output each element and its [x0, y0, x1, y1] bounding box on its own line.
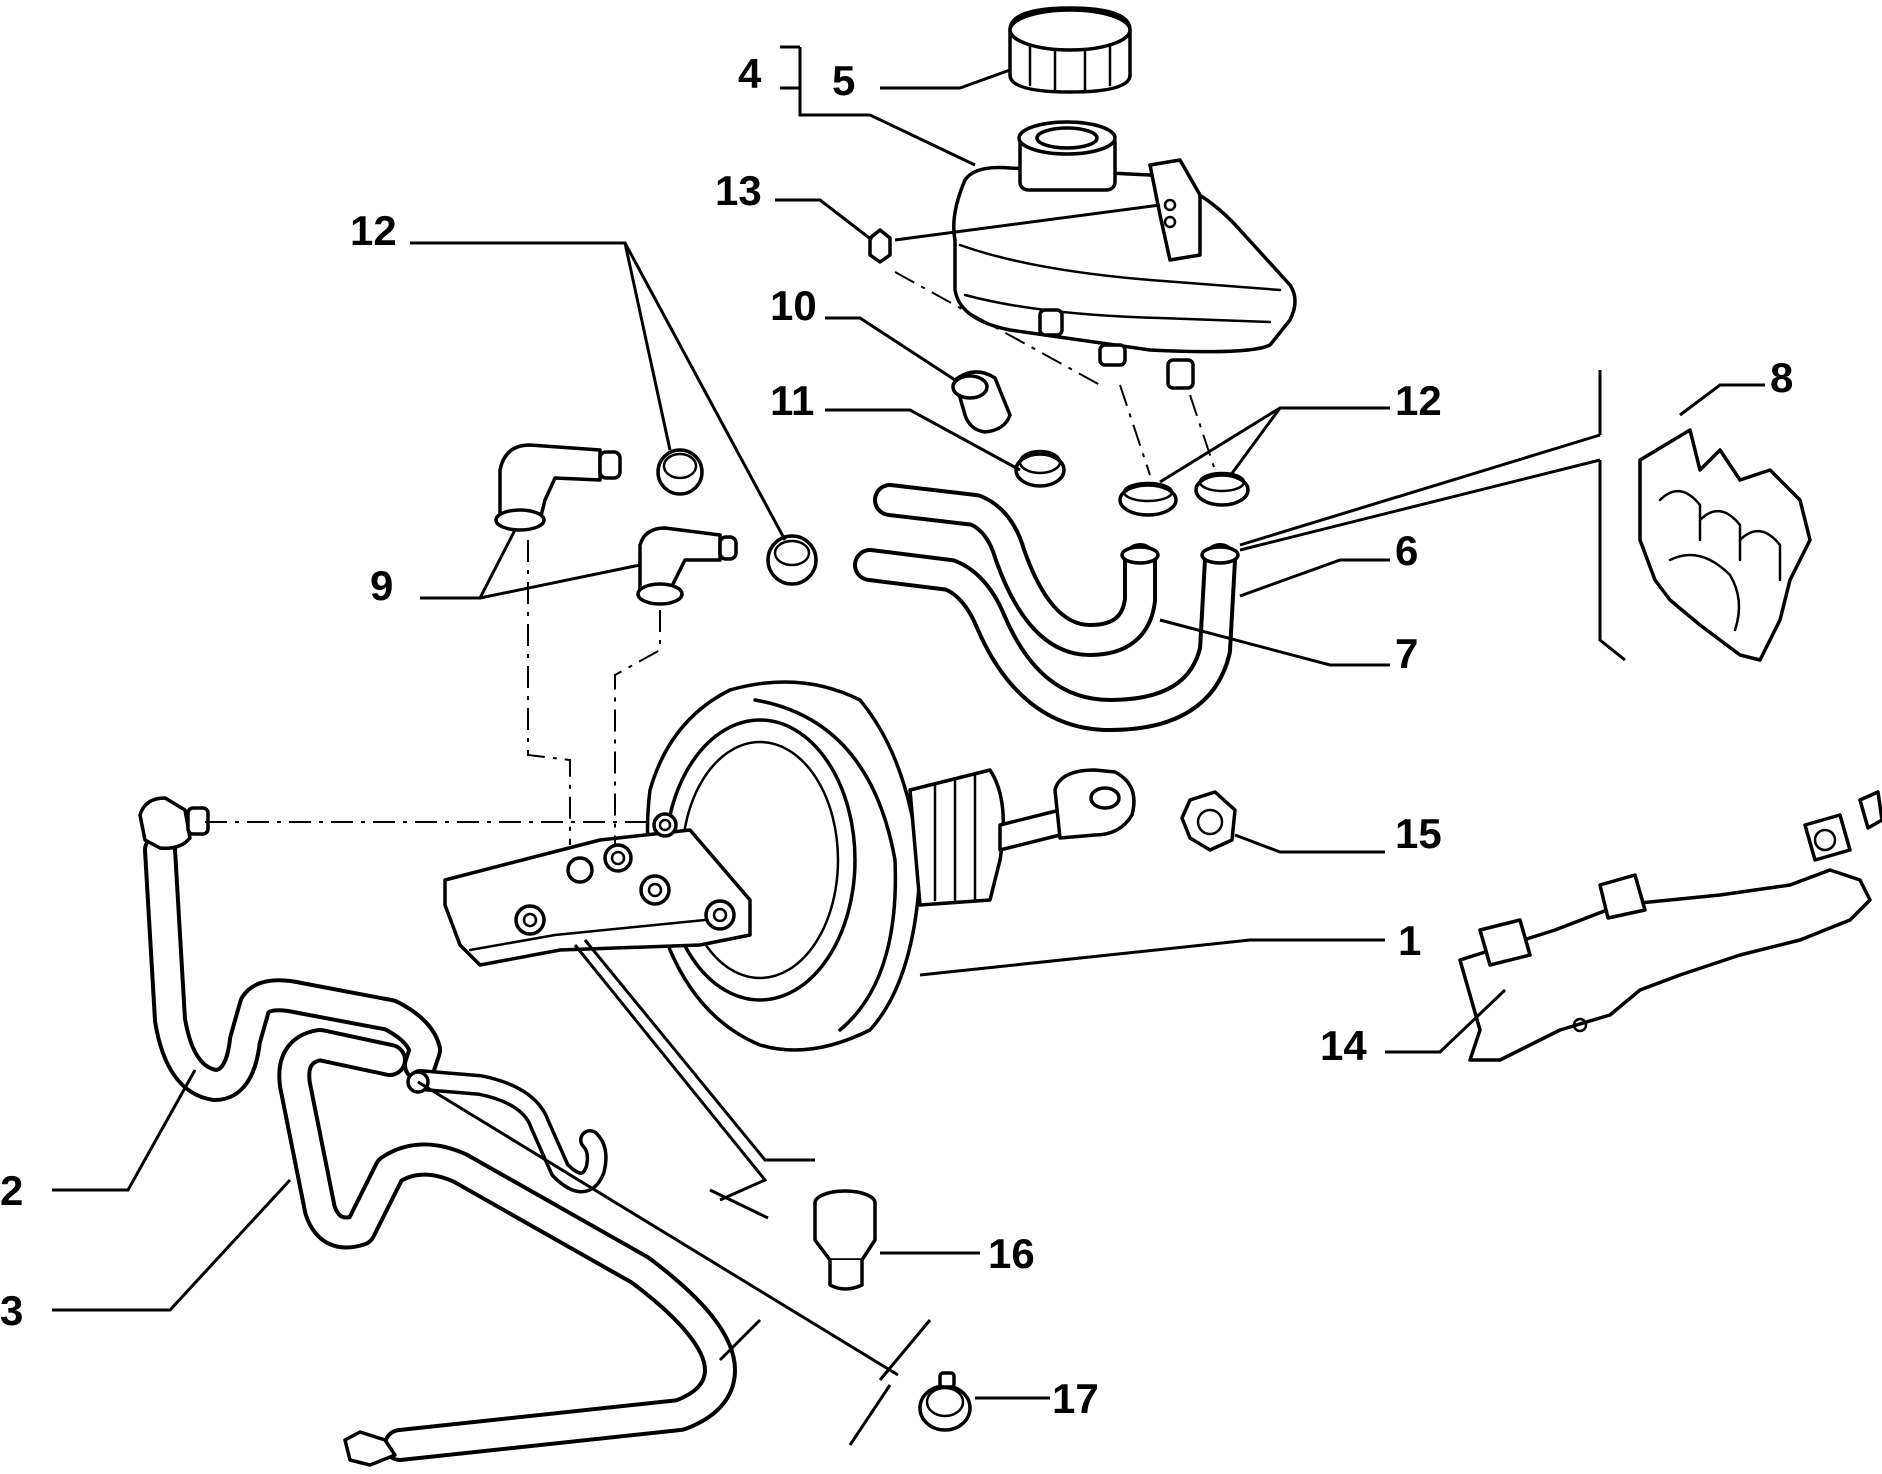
hose-bracket — [1638, 428, 1812, 662]
mounting-bracket — [1458, 790, 1882, 1062]
brake-line-loop — [277, 1028, 737, 1467]
callout-1: 1 — [1398, 917, 1421, 964]
vacuum-hose-long — [138, 796, 442, 1102]
callout-16: 16 — [988, 1230, 1035, 1277]
callout-labels: 1 2 3 4 5 6 7 8 9 10 11 12 12 13 14 15 1… — [0, 50, 1793, 1422]
callout-4: 4 — [738, 50, 762, 97]
callout-14: 14 — [1320, 1022, 1367, 1069]
fluid-reservoir — [952, 120, 1297, 390]
retaining-nut — [1180, 790, 1237, 852]
hose-clamp — [656, 448, 704, 496]
callout-7: 7 — [1395, 630, 1418, 677]
callout-10: 10 — [770, 282, 817, 329]
adapter-fitting — [951, 370, 1012, 434]
reservoir-hose — [853, 543, 1240, 732]
hose-clamp — [1118, 481, 1178, 517]
reservoir-hose — [873, 483, 1160, 657]
callout-17: 17 — [1052, 1375, 1099, 1422]
callout-3: 3 — [0, 1287, 23, 1334]
hose-clamp — [766, 534, 818, 586]
callout-5: 5 — [832, 57, 855, 104]
callout-2: 2 — [0, 1167, 23, 1214]
callout-8: 8 — [1770, 354, 1793, 401]
elbow-fitting — [636, 526, 738, 606]
spring-clamp — [918, 1371, 972, 1432]
reservoir-cap — [1008, 6, 1132, 94]
elbow-fitting — [494, 443, 622, 532]
callout-13: 13 — [715, 167, 762, 214]
master-cylinder — [443, 812, 752, 967]
callout-12-right: 12 — [1395, 377, 1442, 424]
rubber-plug — [813, 1189, 877, 1291]
hose-clamp — [1194, 471, 1250, 507]
callout-15: 15 — [1395, 810, 1442, 857]
hose-clamp — [1014, 449, 1066, 488]
callout-11: 11 — [770, 377, 814, 424]
alignment-lines — [205, 271, 1216, 845]
callout-6: 6 — [1395, 527, 1418, 574]
leader-lines — [52, 45, 1765, 1446]
callout-9: 9 — [370, 562, 393, 609]
grommet — [868, 228, 892, 264]
callout-12-left: 12 — [350, 207, 397, 254]
